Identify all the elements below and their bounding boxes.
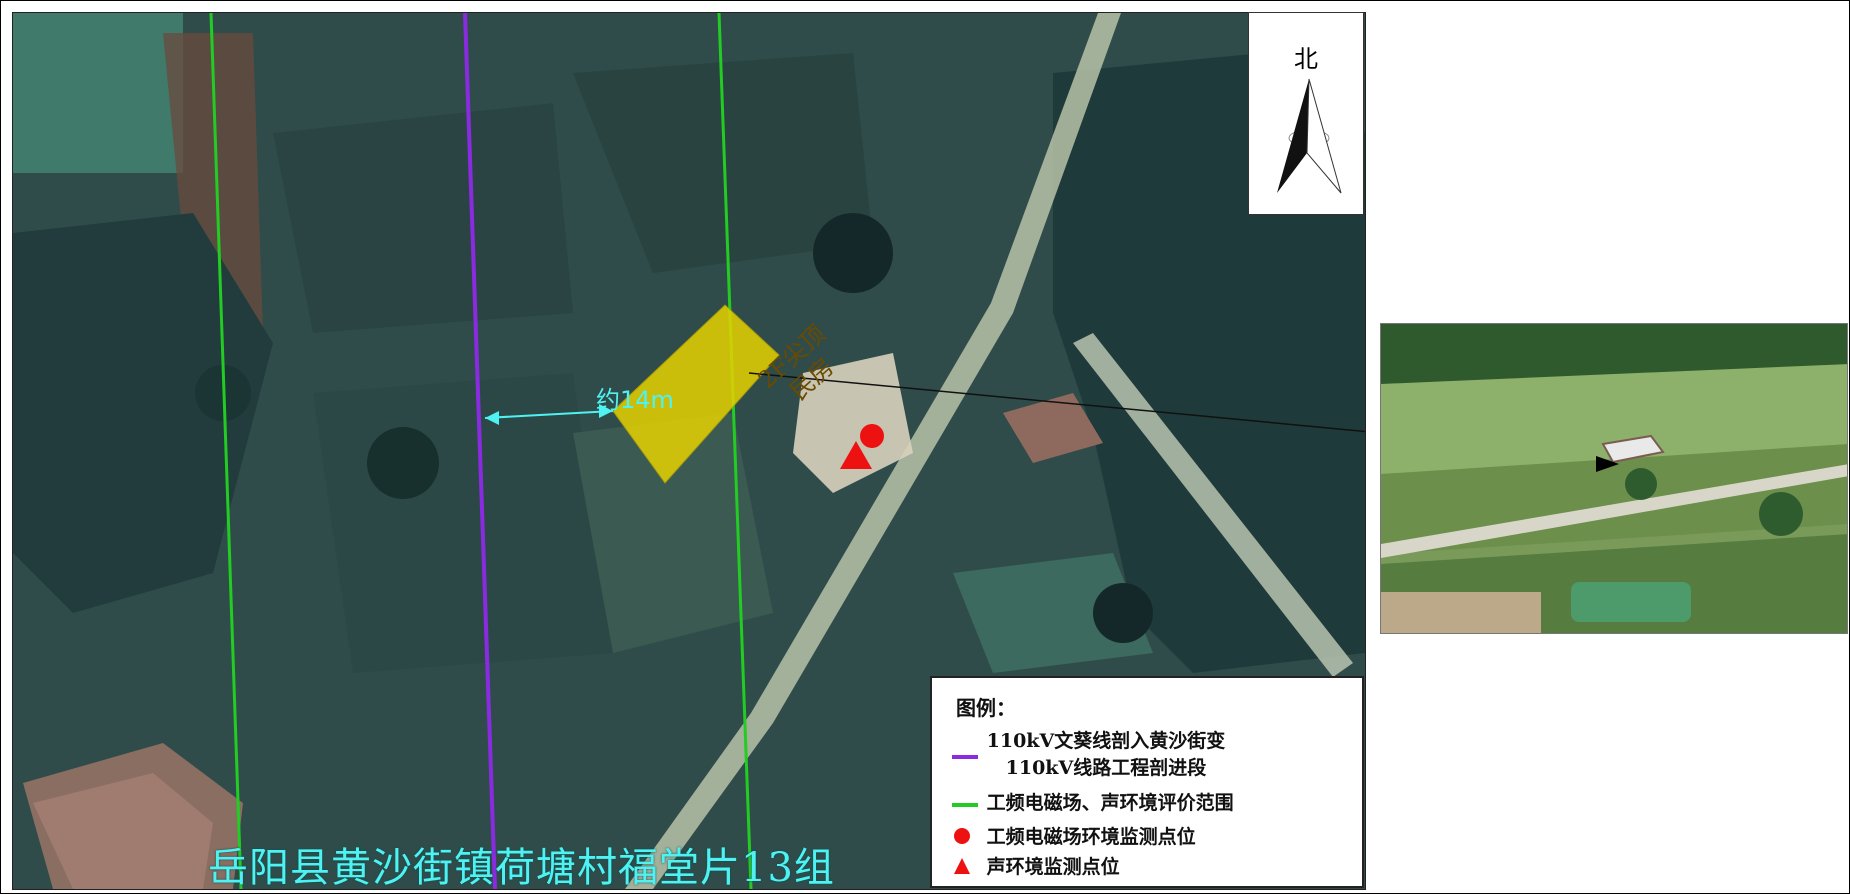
legend: 图例： 110kV文葵线剖入黄沙街变 110kV线路工程剖进段 工频电磁场、声环… (930, 676, 1364, 888)
legend-item-noise-point: 声环境监测点位 (952, 852, 1120, 881)
legend-label: 工频电磁场、声环境评价范围 (986, 792, 1234, 814)
arrow-head-left (485, 411, 499, 425)
farmland (573, 413, 773, 653)
assessment-boundary-line (209, 13, 243, 889)
legend-title: 图例： (956, 696, 1016, 720)
legend-label: 声环境监测点位 (986, 856, 1120, 878)
building (1003, 393, 1103, 463)
distance-arrow (484, 410, 614, 419)
purple-line-icon (952, 742, 980, 764)
photo-pointer-icon (1596, 456, 1619, 472)
legend-label: 工频电磁场环境监测点位 (986, 826, 1196, 848)
red-circle-icon (952, 826, 980, 851)
photo-canvas (1381, 324, 1847, 633)
lotus-pond (1571, 582, 1691, 622)
assessment-boundary-line (717, 13, 753, 889)
noise-monitoring-point[interactable] (840, 441, 872, 469)
site-photo[interactable] (1380, 323, 1848, 634)
north-arrow-icon (1277, 78, 1342, 194)
road (625, 13, 1121, 889)
farmland (273, 103, 573, 333)
emf-monitoring-point[interactable] (860, 424, 884, 448)
legend-label: 110kV线路工程剖进段 (1005, 757, 1207, 779)
tree-clump (1093, 583, 1153, 643)
farmland (13, 213, 273, 613)
field-patch (953, 553, 1153, 673)
legend-item-emf-point: 工频电磁场环境监测点位 (952, 822, 1196, 851)
courtyard (793, 353, 913, 493)
field-patch (13, 13, 183, 173)
north-label: 北 (1294, 45, 1318, 73)
farmland (313, 373, 613, 673)
road (1073, 333, 1353, 677)
location-caption: 岳阳县黄沙街镇荷塘村福堂片13组 (208, 845, 835, 891)
house-footprint[interactable] (612, 304, 780, 484)
arrow-head-right (599, 404, 613, 418)
road (1381, 464, 1847, 558)
photo-leader-line (748, 372, 1365, 433)
north-arrow-box: 北 (1248, 12, 1364, 215)
tree (1759, 492, 1803, 536)
green-line-icon (952, 793, 980, 815)
red-triangle-icon (952, 856, 980, 881)
distance-label: 约14m (596, 386, 674, 414)
transmission-line (463, 13, 497, 889)
legend-label: 110kV文葵线剖入黄沙街变 (986, 730, 1226, 752)
tree (1625, 468, 1657, 500)
building-roof (33, 773, 213, 889)
house-in-photo (1601, 434, 1665, 464)
bare-field (1381, 592, 1541, 633)
tree-clump (367, 427, 439, 499)
tree-clump (813, 213, 893, 293)
legend-item-transmission-line: 110kV文葵线剖入黄沙街变 110kV线路工程剖进段 (952, 726, 1225, 780)
legend-label-block: 110kV文葵线剖入黄沙街变 110kV线路工程剖进段 (987, 726, 1226, 780)
field (1381, 364, 1847, 474)
legend-item-assessment-range: 工频电磁场、声环境评价范围 (952, 788, 1234, 815)
